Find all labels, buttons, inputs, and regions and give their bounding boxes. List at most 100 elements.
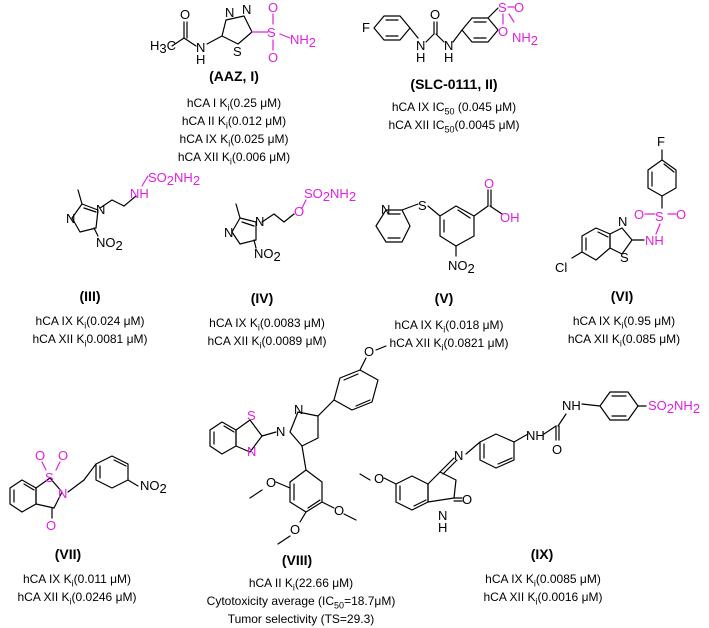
atom-o-oxindole: O (462, 492, 472, 507)
activity-line: hCA IX Ki(0.95 μM) (572, 314, 676, 331)
activity-viii: hCA II Ki(22.66 μM) Cytotoxicity average… (176, 574, 426, 628)
activity-line: hCA XII Ki(0.006 μM) (177, 150, 291, 167)
atom-so2nh2-ix: SO2NH2 (648, 398, 700, 416)
atom-o-urea-ix: O (552, 442, 562, 457)
atom-s-vi-ring: S (620, 250, 629, 265)
atom-n-pyridine: N (381, 202, 390, 217)
atom-no2-iv: NO2 (254, 246, 281, 264)
atom-o-iv: O (294, 204, 304, 219)
structure-viii: S N N N O O O O (209, 344, 387, 545)
compound-label-viii: (VIII) (281, 552, 313, 568)
atom-o-ii-1: O (514, 0, 524, 15)
atom-h-amide: H (196, 52, 205, 67)
activity-iv: hCA IX Ki(0.0083 μM) hCA XII Ki(0.0089 μ… (182, 314, 352, 350)
activity-aaz: hCA I Ki(0.25 μM) hCA II Ki(0.012 μM) hC… (144, 94, 324, 166)
atom-h3c: H3C (150, 38, 176, 56)
atom-s-viii: S (247, 408, 256, 423)
atom-o-vii-2: O (58, 448, 68, 463)
compound-label-iv: (IV) (250, 290, 274, 306)
activity-line: Cytotoxicity average (IC50=18.7μM) (206, 594, 396, 611)
atom-nh-ix-2: NH (562, 398, 581, 413)
atom-n-imine: N (454, 448, 463, 463)
structure-vi: F S O O NH N S Cl (555, 134, 686, 275)
activity-v: hCA IX Ki(0.018 μM) hCA XII Ki(0.0821 μM… (364, 316, 534, 352)
atom-n-pyrazoline-2: N (294, 402, 303, 417)
structure-aaz: H3C O N H N N S S O O NH2 (150, 0, 316, 67)
atom-n-indole: N (438, 508, 447, 523)
atom-so2nh2-iii: SO2NH2 (148, 170, 200, 188)
atom-o-methoxy-ix: O (374, 471, 384, 486)
activity-line: hCA IX Ki(0.025 μM) (179, 132, 289, 149)
atom-n-vi: N (618, 214, 627, 229)
compound-label-vii: (VII) (54, 546, 82, 562)
activity-line: hCA XII Ki0.0081 μM) (32, 332, 148, 349)
atom-h-indole: H (438, 520, 447, 535)
atom-n-viii-ring: N (247, 444, 256, 459)
atom-o-carbonyl: O (180, 7, 190, 22)
compound-label-v: (V) (434, 290, 454, 306)
atom-h-2: H (444, 50, 453, 65)
atom-f-vi: F (657, 134, 665, 149)
atom-nh-iii: NH (130, 186, 149, 201)
structure-slc0111: F N H O N H S O O NH2 (362, 0, 538, 65)
atom-nh2: NH2 (290, 32, 316, 50)
atom-o-methoxy-left: O (266, 475, 276, 490)
atom-o-sulfonyl-2: O (268, 50, 278, 65)
atom-nh-2: N (444, 38, 453, 53)
atom-s-sulfonyl-ii: S (498, 0, 507, 15)
activity-line: hCA IX Ki(0.011 μM) (22, 572, 132, 589)
structure-ix: O O N H N NH O NH SO2NH2 (359, 391, 700, 535)
compound-label-slc0111: (SLC-0111, II) (410, 76, 498, 92)
atom-f: F (362, 20, 370, 35)
atom-n-iv-1: N (224, 225, 233, 240)
activity-line: hCA IX Ki(0.0085 μM) (485, 572, 601, 589)
atom-no2-iii: NO2 (96, 235, 123, 253)
activity-line: Tumor selectivity (TS=29.3) (227, 612, 375, 626)
activity-line: hCA IX Ki(0.024 μM) (35, 314, 145, 331)
structure-vii: S O O N O NO2 (9, 448, 167, 533)
compound-label-ix: (IX) (530, 546, 554, 562)
atom-o-methoxy-mid: O (290, 522, 300, 537)
atom-so2nh2-iv: SO2NH2 (304, 186, 356, 204)
atom-o-vii-3: O (46, 518, 56, 533)
atom-n-amide: N (196, 40, 205, 55)
structure-v: N S O OH NO2 (375, 176, 520, 276)
atom-o-sulfonyl-1: O (268, 0, 278, 15)
activity-vii: hCA IX Ki(0.011 μM) hCA XII Ki(0.0246 μM… (2, 570, 152, 606)
atom-o-vi-2: O (676, 207, 686, 222)
structure-iii: N N NH SO2NH2 NO2 (66, 170, 200, 253)
activity-line: hCA XII IC50(0.0045 μM) (388, 118, 520, 135)
activity-line: hCA XII Ki(0.0246 μM) (17, 590, 137, 607)
activity-line: hCA IX Ki(0.0083 μM) (209, 316, 325, 333)
activity-line: hCA II Ki(0.012 μM) (181, 114, 287, 131)
activity-line: hCA XII Ki(0.0016 μM) (483, 590, 603, 607)
atom-nh-1: N (416, 38, 425, 53)
atom-o-urea: O (430, 7, 440, 22)
atom-o-acid: O (484, 176, 494, 191)
activity-slc0111: hCA IX IC50 (0.045 μM) hCA XII IC50(0.00… (364, 98, 544, 134)
atom-s-thioether: S (418, 198, 427, 213)
atom-n-iii-2: N (96, 202, 105, 217)
atom-n-pyrazoline-1: N (276, 424, 285, 439)
activity-ix: hCA IX Ki(0.0085 μM) hCA XII Ki(0.0016 μ… (458, 570, 628, 606)
activity-vi: hCA IX Ki(0.95 μM) hCA XII Ki(0.085 μM) (544, 312, 704, 348)
atom-s-vii: S (45, 470, 54, 485)
atom-cl: Cl (555, 260, 567, 275)
atom-n-vii: N (58, 486, 67, 501)
atom-o-methoxy-right: O (334, 503, 344, 518)
structure-iv: N N O SO2NH2 NO2 (224, 186, 356, 264)
atom-n-iii-1: N (66, 211, 75, 226)
atom-n-ring-1: N (225, 5, 234, 20)
activity-line: hCA XII Ki(0.0089 μM) (207, 334, 327, 351)
atom-o-vi-1: O (634, 207, 644, 222)
atom-nh2-ii: NH2 (512, 30, 538, 48)
atom-s-ring: S (233, 44, 242, 59)
atom-n-iv-2: N (255, 214, 264, 229)
atom-o-methoxy-top: O (364, 344, 374, 359)
activity-iii: hCA IX Ki(0.024 μM) hCA XII Ki0.0081 μM) (10, 312, 170, 348)
atom-s-sulfonyl: S (267, 25, 276, 40)
atom-h-1: H (416, 50, 425, 65)
activity-line: hCA XII Ki(0.085 μM) (567, 332, 681, 349)
atom-nh-vi: NH (645, 233, 664, 248)
